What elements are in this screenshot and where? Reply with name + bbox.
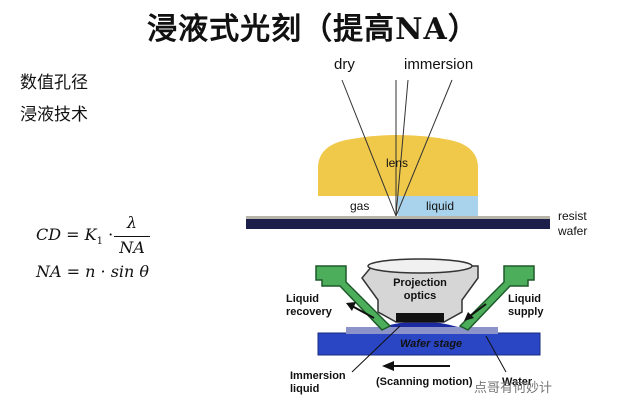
wafer-on-stage: [346, 327, 498, 334]
dry-label: dry: [334, 56, 355, 73]
cd-lhs: CD = K: [36, 225, 97, 244]
resist-label: resist: [558, 209, 587, 223]
watermark-text: 点哥有何妙计: [474, 381, 553, 396]
water-label: Water: [502, 376, 533, 388]
gas-label: gas: [350, 199, 370, 213]
immersion-liquid-pointer: [351, 325, 401, 373]
liquid-layer: [398, 196, 478, 216]
scanning-motion-label: (Scanning motion): [376, 376, 473, 388]
wafer-label: wafer: [558, 224, 588, 238]
fraction-bar: [114, 236, 150, 237]
k-subscript: 1: [96, 236, 103, 248]
topic-numerical-aperture: 数值孔径: [20, 73, 88, 93]
supply-flow-arrow: [469, 303, 487, 317]
immersion-ray-2: [395, 79, 453, 217]
recovery-arrowhead: [346, 302, 356, 311]
recovery-nozzle: [315, 265, 392, 331]
resist-layer: [246, 216, 550, 219]
liquid-recovery-label: Liquid recovery: [286, 293, 332, 318]
immersion-label: immersion: [404, 56, 474, 73]
wafer-stage-label: Wafer stage: [400, 338, 463, 350]
lambda-numerator: λ: [126, 213, 138, 232]
lens-shape: [318, 135, 478, 196]
projection-optics-tip: [396, 313, 444, 322]
page-title: 浸液式光刻（提高NA）: [147, 12, 479, 47]
liquid-supply-label: Liquid supply: [508, 293, 544, 318]
na-denominator: NA: [119, 238, 145, 257]
immersion-ray: [395, 79, 409, 217]
projection-optics-top: [367, 258, 473, 274]
lens-label: lens: [386, 156, 409, 170]
wafer-layer: [246, 219, 550, 229]
recovery-flow-arrow: [351, 305, 375, 319]
immersion-liquid-puddle: [382, 321, 458, 327]
immersion-liquid-label: Immersion liquid: [290, 370, 346, 395]
water-pointer: [485, 335, 507, 373]
cd-formula: CD = K1 ·: [36, 225, 113, 247]
dot-operator: ·: [108, 225, 114, 244]
topic-immersion-technology: 浸液技术: [20, 105, 88, 125]
projection-optics-label: Projection optics: [393, 277, 447, 302]
supply-nozzle: [458, 265, 535, 331]
scanning-arrowhead: [382, 361, 394, 371]
na-formula: NA = n · sin θ: [36, 262, 150, 281]
supply-arrowhead: [464, 312, 474, 321]
liquid-label: liquid: [426, 199, 455, 213]
dry-ray: [341, 79, 397, 217]
